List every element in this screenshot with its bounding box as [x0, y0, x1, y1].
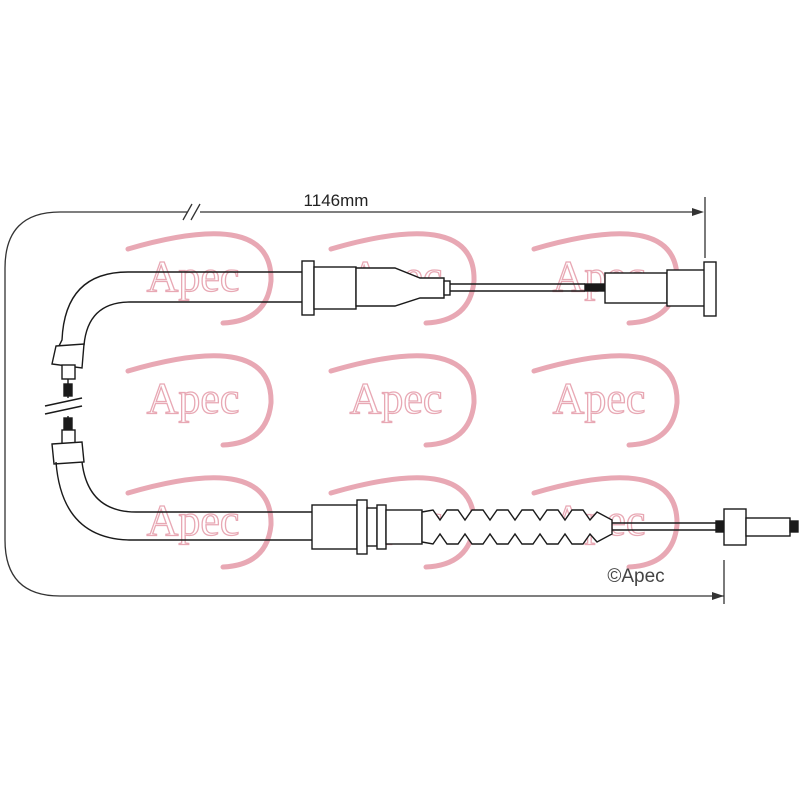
lower-collar-2 — [376, 504, 387, 550]
lower-end-thread — [789, 520, 799, 533]
watermark-swoosh — [125, 231, 274, 326]
dimension-arrow-top — [692, 208, 704, 216]
upper-left-nipple — [61, 364, 76, 380]
upper-end-body — [666, 269, 708, 307]
watermark-logo-text: Apec — [553, 374, 646, 423]
upper-sleeve — [313, 266, 357, 310]
apec-watermark-6: Apec — [531, 353, 680, 448]
lower-collar-1 — [356, 499, 368, 555]
watermark-swoosh — [328, 353, 477, 448]
lower-sleeve — [311, 504, 358, 550]
upper-end-fitting — [604, 272, 668, 304]
watermark-swoosh — [125, 475, 274, 570]
apec-watermark-4: Apec — [125, 353, 274, 448]
apec-watermark-5: Apec — [328, 353, 477, 448]
watermark-swoosh — [531, 475, 680, 570]
cable-break-symbol — [44, 397, 83, 415]
watermark-swoosh — [531, 231, 680, 326]
upper-cable-assembly — [51, 260, 717, 398]
watermark-swoosh — [531, 353, 680, 448]
watermark-swoosh — [328, 231, 477, 326]
lower-left-ferrule — [51, 441, 85, 465]
upper-ferrule — [301, 260, 315, 316]
watermark-logo-text: Apec — [350, 374, 443, 423]
upper-left-ferrule — [51, 343, 85, 369]
copyright-label: ©Apec — [607, 566, 664, 587]
dimension-label: 1146mm — [304, 191, 369, 210]
watermark-logo-text: Apec — [147, 496, 240, 545]
lower-cable-assembly — [51, 416, 799, 555]
dimension-line — [4, 197, 725, 604]
lower-end-nipple — [723, 508, 747, 546]
watermark-logo-text: Apec — [147, 252, 240, 301]
upper-wire-thread — [584, 283, 606, 292]
lower-rubber-boot — [421, 509, 613, 545]
upper-taper-fitting — [355, 267, 445, 307]
apec-watermark-1: Apec — [125, 231, 274, 326]
watermark-logo-text: Apec — [147, 374, 240, 423]
upper-end-cap — [703, 261, 717, 317]
watermark-swoosh — [125, 353, 274, 448]
dimension-arrow-bottom — [712, 592, 724, 600]
apec-watermark-7: Apec — [125, 475, 274, 570]
watermark-swoosh — [328, 475, 477, 570]
